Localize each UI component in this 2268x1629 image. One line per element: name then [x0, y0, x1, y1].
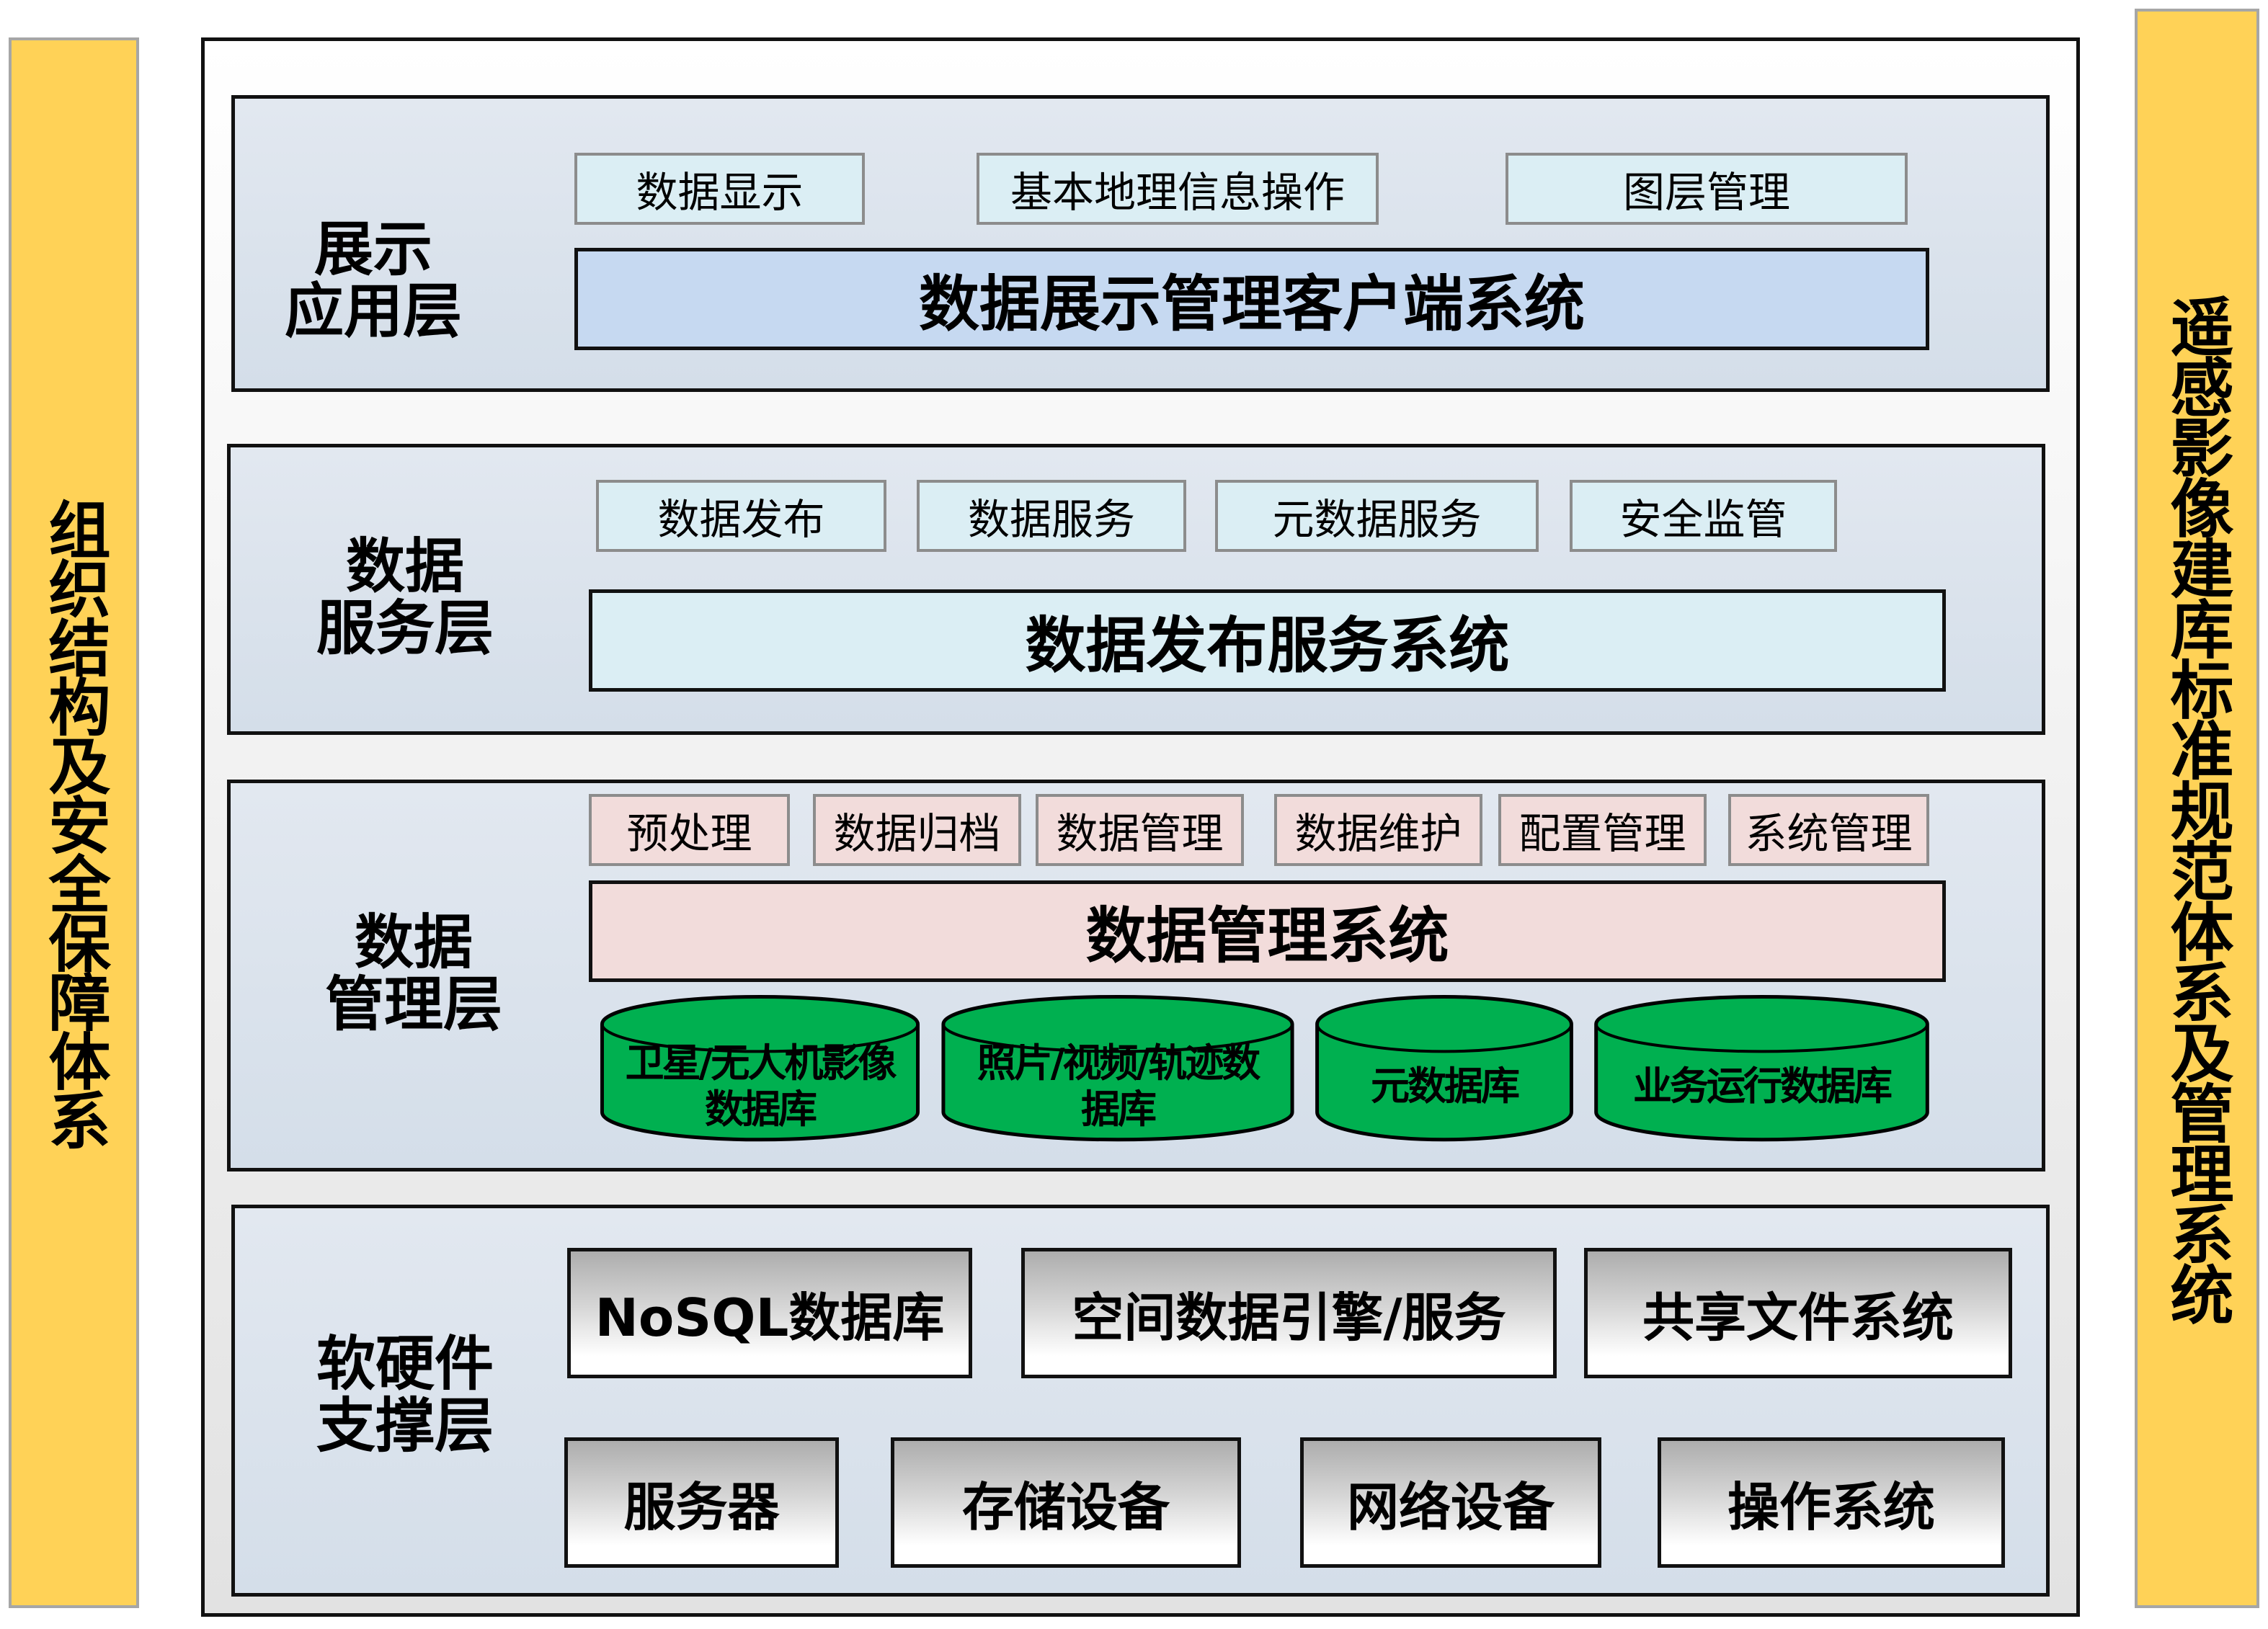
database-label: 业务运行数据库	[1633, 1063, 1893, 1109]
service-layer-label: 数据 服务层	[316, 532, 494, 663]
database-metadata[interactable]: 元数据库	[1315, 991, 1574, 1143]
database-imagery[interactable]: 卫星/无人机影像 数据库	[599, 991, 921, 1143]
module-geo-operations[interactable]: 基本地理信息操作	[977, 153, 1379, 225]
software-spatial-engine[interactable]: 空间数据引擎/服务	[1021, 1248, 1557, 1378]
database-label: 元数据库	[1371, 1063, 1520, 1109]
database-operations[interactable]: 业务运行数据库	[1593, 991, 1931, 1143]
data-management-system[interactable]: 数据管理系统	[589, 880, 1946, 982]
presentation-client-system[interactable]: 数据展示管理客户端系统	[574, 248, 1929, 350]
software-shared-fs[interactable]: 共享文件系统	[1584, 1248, 2012, 1378]
module-data-display[interactable]: 数据显示	[574, 153, 865, 225]
module-config[interactable]: 配置管理	[1498, 794, 1707, 866]
software-nosql[interactable]: NoSQL数据库	[567, 1248, 972, 1378]
module-archive[interactable]: 数据归档	[813, 794, 1021, 866]
hardware-storage[interactable]: 存储设备	[891, 1437, 1241, 1568]
database-media[interactable]: 照片/视频/轨迹数 据库	[940, 991, 1296, 1143]
left-side-bar: 组织结构及安全保障体系	[9, 37, 139, 1608]
right-side-bar: 遥感影像建库标准规范体系及管理系统	[2135, 9, 2259, 1608]
management-layer-label: 数据 管理层	[324, 909, 503, 1039]
module-maintenance[interactable]: 数据维护	[1274, 794, 1482, 866]
module-metadata-service[interactable]: 元数据服务	[1215, 480, 1539, 552]
module-data-management[interactable]: 数据管理	[1036, 794, 1244, 866]
module-data-service[interactable]: 数据服务	[917, 480, 1186, 552]
module-data-publish[interactable]: 数据发布	[596, 480, 886, 552]
presentation-layer-label: 展示 应用层	[284, 215, 463, 346]
cylinder-icon	[599, 991, 921, 1143]
module-system-admin[interactable]: 系统管理	[1728, 794, 1929, 866]
hardware-server[interactable]: 服务器	[564, 1437, 839, 1568]
left-side-label: 组织结构及安全保障体系	[37, 498, 110, 1148]
module-preprocess[interactable]: 预处理	[589, 794, 790, 866]
cylinder-icon	[1315, 991, 1574, 1143]
module-security-monitor[interactable]: 安全监管	[1570, 480, 1837, 552]
software-os[interactable]: 操作系统	[1658, 1437, 2005, 1568]
cylinder-icon	[1593, 991, 1931, 1143]
database-label: 照片/视频/轨迹数 据库	[977, 1040, 1260, 1132]
support-layer-label: 软硬件 支撑层	[316, 1330, 494, 1460]
data-publish-service-system[interactable]: 数据发布服务系统	[589, 589, 1946, 692]
hardware-network[interactable]: 网络设备	[1300, 1437, 1601, 1568]
cylinder-icon	[940, 991, 1296, 1143]
right-side-label: 遥感影像建库标准规范体系及管理系统	[2160, 294, 2234, 1323]
database-label: 卫星/无人机影像 数据库	[625, 1040, 897, 1132]
module-layer-management[interactable]: 图层管理	[1506, 153, 1908, 225]
